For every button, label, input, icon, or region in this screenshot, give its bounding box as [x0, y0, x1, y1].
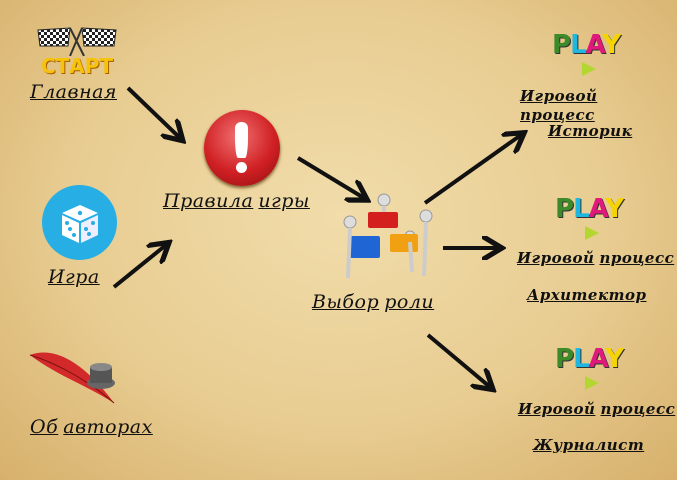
role-choice-link-part1[interactable]: Выбор: [312, 291, 380, 313]
historian-link[interactable]: Историк: [548, 122, 633, 140]
play-triangle-icon: [582, 62, 596, 76]
architect-link[interactable]: Архитектор: [527, 286, 647, 304]
arrow-role-to-journalist: [426, 333, 490, 387]
game-process-architect-part2[interactable]: процесс: [599, 249, 675, 267]
arrow-rules-to-role: [296, 156, 364, 198]
play-triangle-icon: [585, 376, 599, 390]
puzzle-team-icon[interactable]: [338, 192, 438, 284]
journalist-link[interactable]: Журналист: [533, 436, 645, 454]
rules-link-part2[interactable]: игры: [258, 190, 310, 212]
rules-link-part1[interactable]: Правила: [163, 190, 254, 212]
game-process-journalist-part1[interactable]: Игровой: [518, 400, 596, 418]
checkered-flags-icon: [37, 27, 117, 57]
play-logo-historian[interactable]: PLAY: [552, 30, 638, 84]
role-choice-link-part2[interactable]: роли: [384, 291, 435, 313]
arrow-home-to-rules: [126, 86, 180, 138]
about-link-part1[interactable]: Об: [30, 416, 59, 438]
play-triangle-icon: [585, 226, 599, 240]
play-logo-journalist[interactable]: PLAY: [555, 344, 641, 398]
game-process-historian-part2[interactable]: процесс: [520, 106, 595, 124]
home-link[interactable]: Главная: [30, 81, 117, 103]
game-process-journalist-part2[interactable]: процесс: [600, 400, 676, 418]
start-logo[interactable]: СТАРТ: [32, 26, 122, 80]
game-link[interactable]: Игра: [48, 266, 100, 288]
about-link-part2[interactable]: авторах: [63, 416, 153, 438]
start-logo-text: СТАРТ: [40, 54, 114, 78]
game-process-historian-part1[interactable]: Игровой: [520, 87, 598, 105]
game-process-architect-part1[interactable]: Игровой: [517, 249, 595, 267]
arrow-role-to-historian: [423, 135, 521, 205]
dice-icon[interactable]: [42, 185, 117, 260]
play-logo-architect[interactable]: PLAY: [555, 194, 641, 248]
arrow-game-to-rules: [112, 245, 166, 289]
alert-icon[interactable]: [204, 110, 280, 186]
quill-inkwell-icon[interactable]: [26, 345, 126, 417]
